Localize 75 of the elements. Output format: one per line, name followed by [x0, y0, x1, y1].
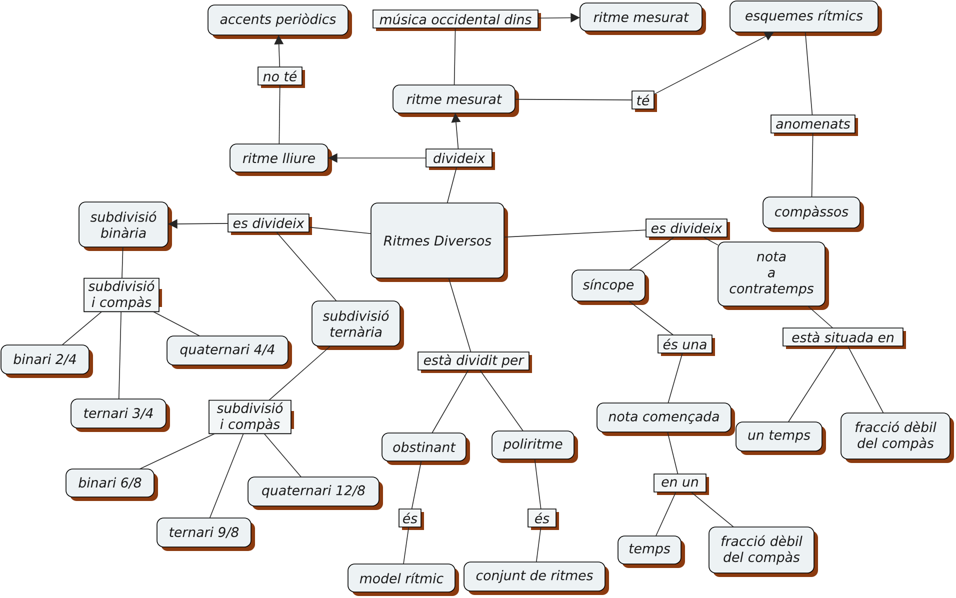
concept-box: model rítmic — [348, 564, 459, 596]
linking-phrase: està situada en — [782, 328, 906, 349]
connector-line — [278, 84, 280, 144]
concept-box: fracció dèbil del compàs — [840, 412, 954, 463]
concept-box: nota començada — [596, 402, 735, 436]
linking-phrase: no té — [258, 66, 305, 88]
linking-phrase: està dividit per — [418, 352, 532, 373]
linking-phrase: és — [528, 508, 559, 530]
concept-box: obstinant — [382, 432, 470, 465]
connector-line — [479, 370, 524, 432]
concept-box: accents periòdics — [208, 4, 352, 39]
connector-line — [308, 226, 372, 234]
connector-line — [536, 526, 542, 562]
connector-line — [118, 311, 122, 400]
concept-box: quaternari 4/4 — [166, 336, 292, 369]
linking-phrase: té — [632, 90, 657, 112]
concept-box: ritme lliure — [230, 144, 332, 176]
concept-box: compàssos — [762, 196, 864, 232]
connector-line — [628, 300, 674, 336]
concept-box: binari 2/4 — [0, 344, 93, 378]
concept-box: poliritme — [492, 430, 578, 463]
concept-box: conjunt de ritmes — [464, 562, 609, 595]
linking-phrase: subdivisió i compàs — [208, 400, 294, 434]
connector-line — [690, 492, 734, 528]
concept-box: síncope — [572, 270, 649, 305]
connector-line — [268, 346, 331, 401]
connector-line — [811, 132, 814, 198]
linking-phrase: es divideix — [228, 214, 312, 235]
connector-line — [807, 306, 834, 328]
concept-box: ternari 3/4 — [70, 398, 170, 432]
linking-phrase: és una — [658, 334, 715, 356]
linking-phrase: anomenats — [770, 114, 858, 136]
connector-line — [655, 492, 676, 536]
connector-line — [448, 278, 472, 352]
concept-box: ternari 9/8 — [156, 518, 255, 551]
linking-phrase: subdivisió i compàs — [84, 278, 162, 312]
concept-box: quaternari 12/8 — [248, 476, 383, 510]
connector-line — [788, 346, 838, 422]
connector-line — [847, 346, 884, 414]
concept-box: esquemes rítmics — [730, 0, 882, 36]
concept-box: temps — [618, 536, 685, 568]
connector-line — [209, 433, 244, 518]
connector-line — [804, 32, 813, 116]
linking-phrase: es divideix — [646, 218, 730, 240]
linking-phrase: divideix — [426, 148, 495, 170]
concept-box: subdivisió binària — [78, 202, 172, 251]
connector-line — [411, 460, 422, 510]
connector-line — [702, 236, 718, 246]
concept-box: subdivisió ternària — [312, 300, 404, 350]
connector-line — [153, 311, 200, 336]
concept-box: ritme mesurat — [580, 2, 706, 35]
concept-box: nota a contratemps — [718, 242, 829, 310]
connector-line — [62, 311, 102, 346]
linking-phrase: és — [398, 508, 424, 530]
concept-box: Ritmes Diversos — [370, 202, 508, 282]
connector-line — [446, 166, 458, 204]
concept-box: un temps — [736, 422, 826, 455]
concept-box: ritme mesurat — [392, 84, 519, 117]
connector-line — [504, 230, 646, 238]
connector-line — [629, 236, 675, 270]
linking-phrase: música occidental dins — [372, 10, 541, 31]
connector-line — [139, 433, 215, 470]
connector-line — [454, 28, 456, 86]
connector-line — [668, 352, 683, 404]
connector-line — [276, 232, 337, 302]
connector-line — [667, 432, 678, 474]
connector-line — [514, 98, 632, 100]
connector-line — [534, 458, 542, 510]
connector-line — [403, 526, 410, 564]
concept-box: fracció dèbil del compàs — [708, 526, 818, 577]
connector-line — [264, 433, 302, 478]
connector-line — [432, 370, 469, 434]
concept-box: binari 6/8 — [66, 468, 158, 501]
linking-phrase: en un — [654, 474, 709, 495]
connector-line — [122, 246, 124, 279]
